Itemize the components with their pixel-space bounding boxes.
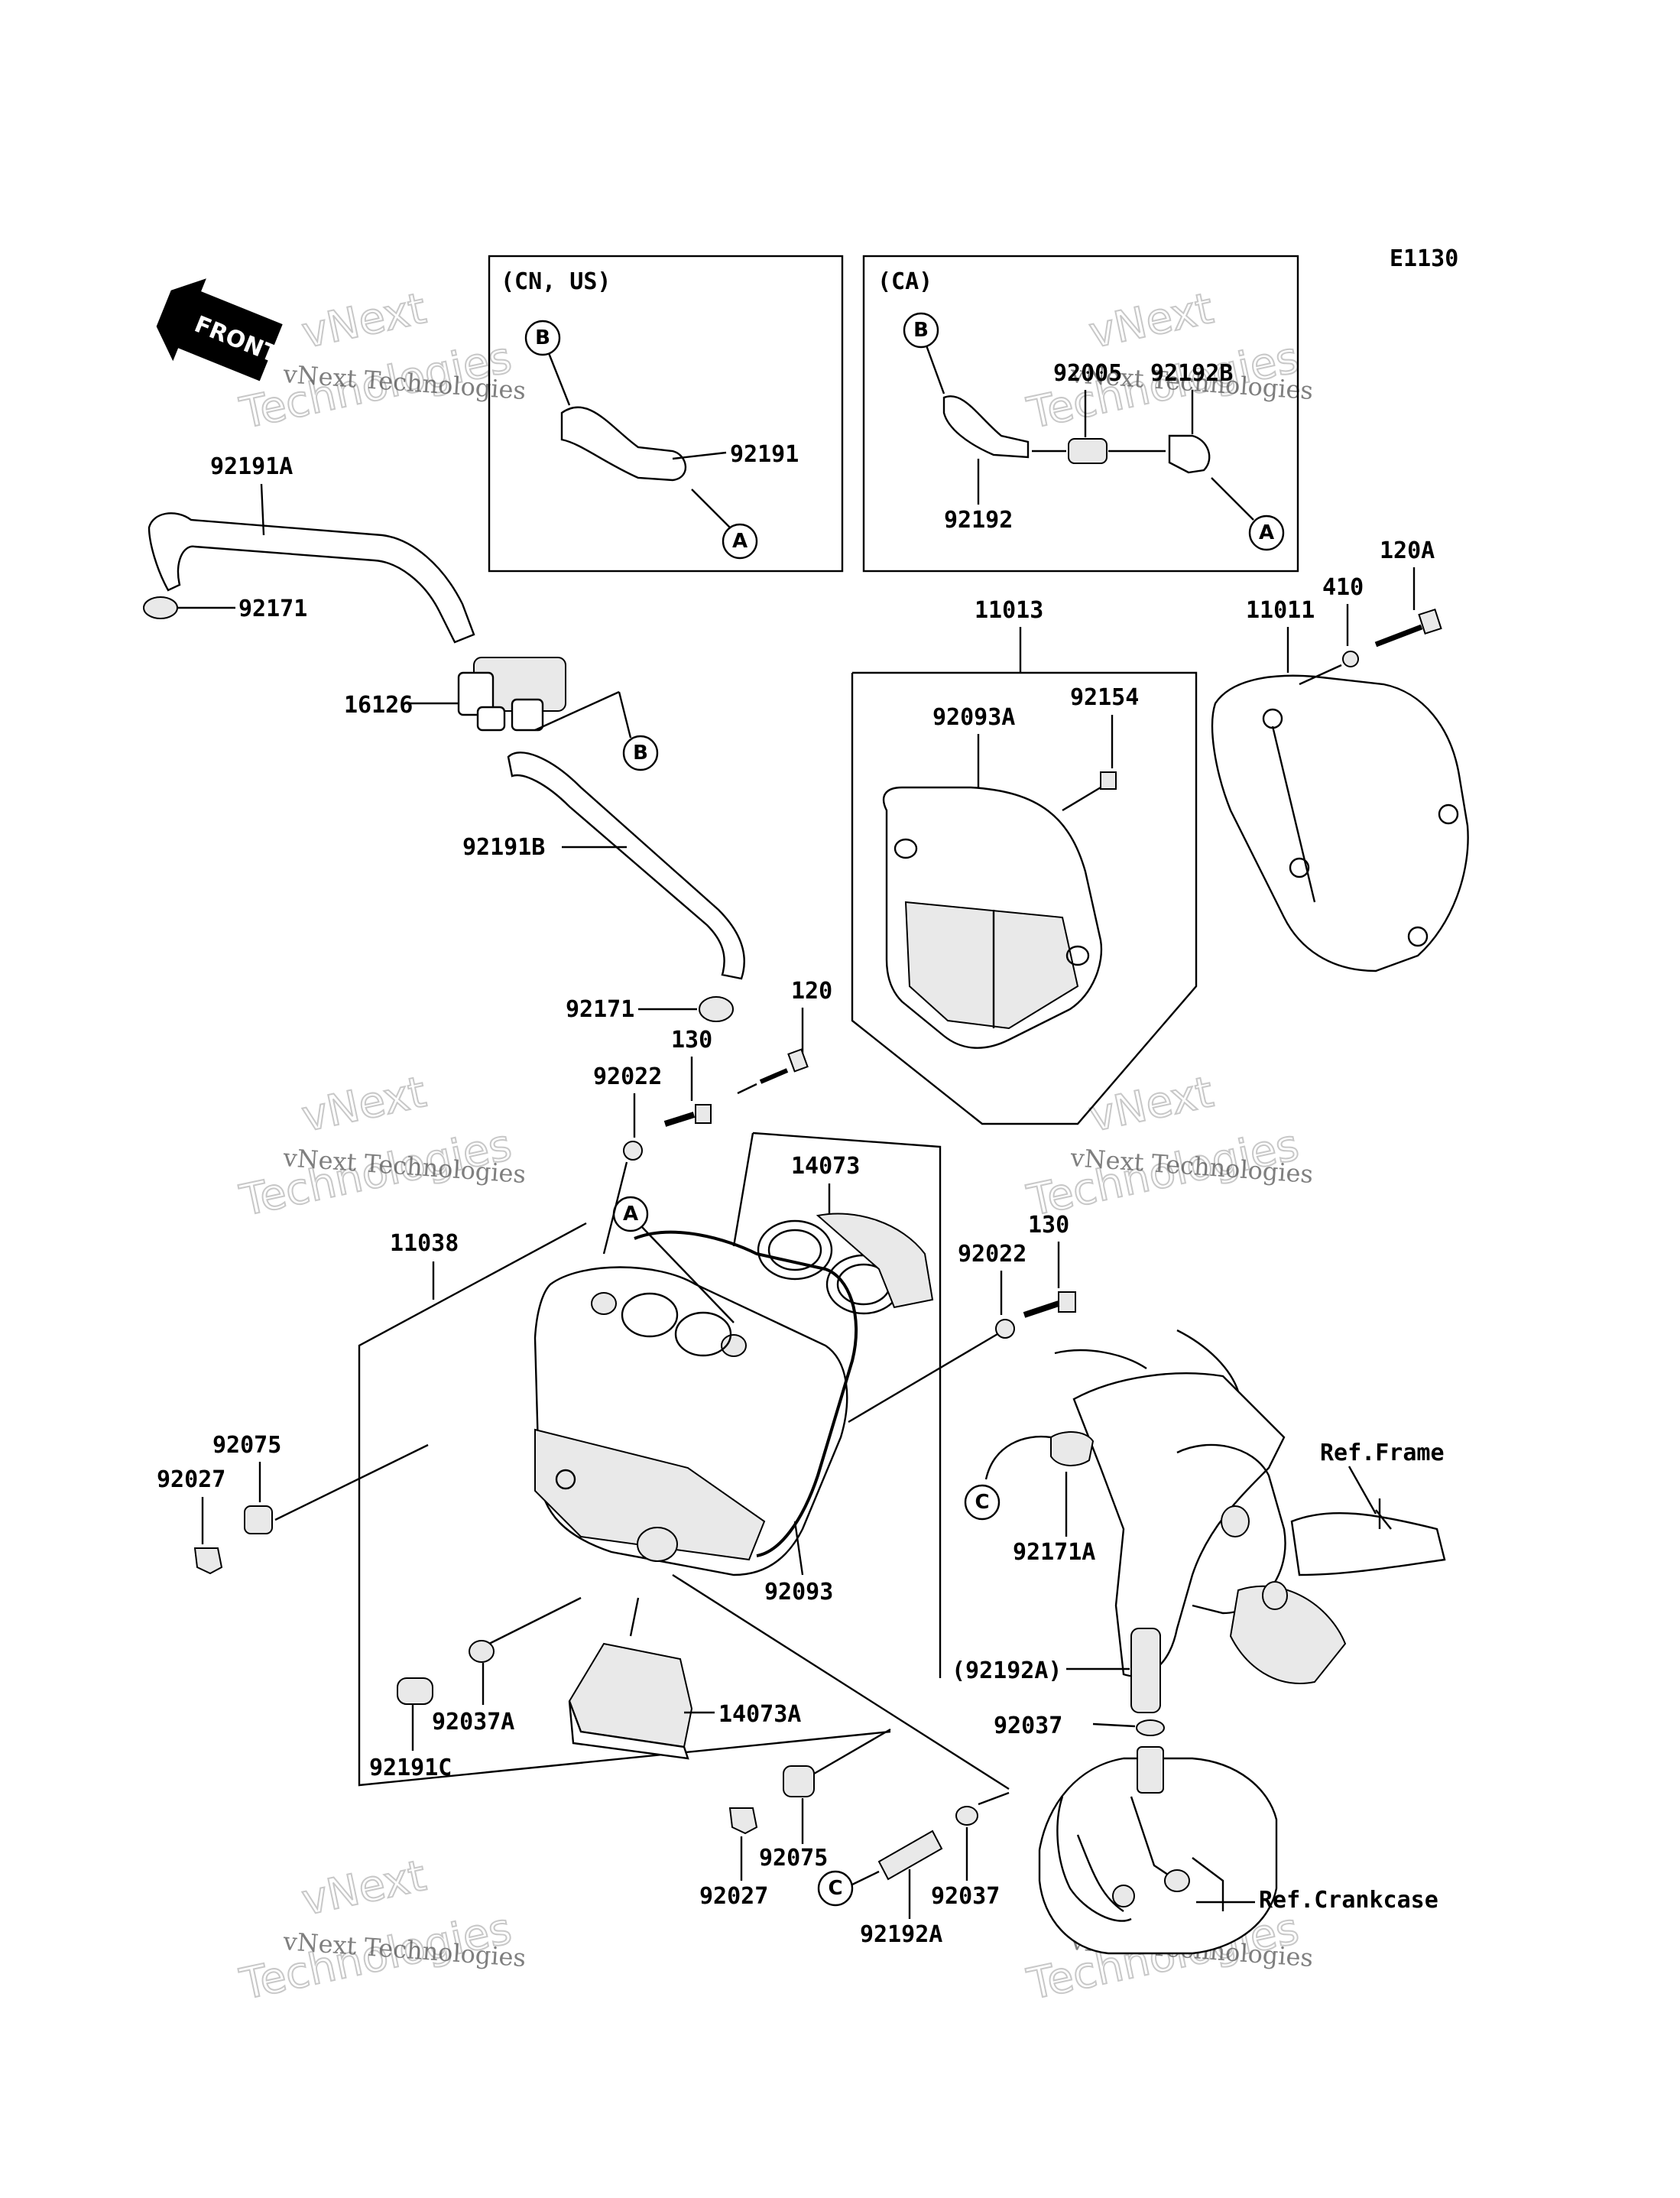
box-ca-title: (CA) <box>877 268 932 295</box>
clamp-92171-top: 92171 <box>143 596 307 622</box>
bolt-120a: 120A <box>1374 537 1442 648</box>
watermark-mid-right: vNext Technologies vNext Technologies <box>1022 1067 1314 1227</box>
part-14073-group: 14073 <box>732 1131 942 1678</box>
svg-text:(92192A): (92192A) <box>952 1657 1062 1684</box>
connector-b-icon: B <box>913 319 929 342</box>
svg-text:vNext: vNext <box>297 1067 430 1142</box>
svg-text:92191A: 92191A <box>210 453 293 480</box>
crankcase-reference: Ref.Crankcase <box>1038 1746 1438 1955</box>
svg-text:vNext: vNext <box>1085 284 1218 359</box>
front-arrow-icon: FRONT <box>156 278 283 381</box>
connector-c-icon: C <box>828 1877 842 1900</box>
part-92192-label: 92192 <box>944 507 1013 534</box>
svg-text:92192A: 92192A <box>860 1921 942 1948</box>
air-filter-11013: 11013 92093A 92154 <box>851 597 1198 1125</box>
ref-frame-label: Ref.Frame <box>1320 1440 1445 1466</box>
connector-a-icon: A <box>623 1203 638 1226</box>
svg-text:120: 120 <box>791 978 832 1005</box>
clamp-92171a: C 92171A <box>964 1431 1095 1566</box>
clamp-92171-mid: 92171 <box>566 996 734 1023</box>
svg-text:92154: 92154 <box>1070 684 1139 711</box>
svg-text:92075: 92075 <box>759 1845 828 1872</box>
watermark-bottom-left: vNext Technologies vNext Technologies <box>235 1850 527 2011</box>
variant-box-ca: (CA) B 92005 92192B 92192 A <box>862 255 1299 573</box>
svg-text:vNext: vNext <box>297 284 430 359</box>
washer-92022-left: 92022 <box>593 1063 662 1255</box>
svg-text:14073: 14073 <box>791 1153 860 1180</box>
cover-11011: 11011 <box>1211 597 1469 972</box>
svg-text:92027: 92027 <box>157 1466 225 1493</box>
washer-410: 410 <box>1299 574 1364 686</box>
svg-text:11013: 11013 <box>975 597 1043 624</box>
svg-text:92027: 92027 <box>699 1883 768 1910</box>
svg-text:130: 130 <box>671 1027 712 1054</box>
svg-text:vNext: vNext <box>297 1851 430 1926</box>
svg-text:92037: 92037 <box>931 1883 1000 1910</box>
svg-text:vNext: vNext <box>1085 1067 1218 1142</box>
hose-92191b: 92191B <box>462 752 745 980</box>
diagram-code: E1130 <box>1390 245 1458 272</box>
connector-a-icon: A <box>732 530 748 553</box>
hose-92192a-bottom: C 92192A <box>817 1830 942 1948</box>
clamp-92037a: 92037A <box>432 1596 582 1735</box>
grommet-92075-bottom: 92075 <box>759 1728 891 1872</box>
cap-92027-bottom: 92027 <box>699 1807 768 1910</box>
svg-text:14073A: 14073A <box>718 1701 801 1728</box>
svg-text:11011: 11011 <box>1246 597 1315 624</box>
box-cn-us-title: (CN, US) <box>501 268 611 295</box>
part-92005-label: 92005 <box>1053 360 1122 387</box>
svg-text:92171A: 92171A <box>1013 1539 1095 1566</box>
gasket-92093: 92093 <box>634 1230 858 1605</box>
svg-text:92037A: 92037A <box>432 1709 514 1735</box>
connector-b-icon: B <box>535 326 550 349</box>
variant-box-cn-us: (CN, US) B 92191 A <box>488 255 844 573</box>
hose-92192a-right: (92192A) <box>952 1628 1161 1713</box>
svg-text:92022: 92022 <box>593 1063 662 1090</box>
svg-text:92037: 92037 <box>994 1713 1062 1739</box>
connector-a-icon: A <box>1259 521 1274 544</box>
svg-text:92093A: 92093A <box>932 704 1015 731</box>
svg-text:92171: 92171 <box>566 996 634 1023</box>
svg-text:120A: 120A <box>1380 537 1435 564</box>
clamp-92037-bottom: 92037 <box>672 1573 1010 1910</box>
washer-92022-right: 92022 <box>848 1241 1026 1424</box>
svg-text:16126: 16126 <box>344 692 413 719</box>
valve-16126: 16126 B <box>344 657 659 771</box>
svg-text:92075: 92075 <box>212 1432 281 1459</box>
ref-crankcase-label: Ref.Crankcase <box>1259 1887 1438 1914</box>
connector-b-icon: B <box>633 742 648 765</box>
hose-92191a: 92191A <box>148 453 475 644</box>
frame-reference: Ref.Frame <box>1054 1329 1446 1684</box>
part-92192b-label: 92192B <box>1150 360 1233 387</box>
connector-c-icon: C <box>975 1491 989 1514</box>
part-92191-label: 92191 <box>730 441 799 468</box>
cap-92027-left: 92027 <box>157 1466 225 1575</box>
svg-text:92191B: 92191B <box>462 834 545 861</box>
grommet-92075-left: 92075 <box>212 1432 429 1534</box>
svg-text:92191C: 92191C <box>369 1755 452 1781</box>
air-box-11038: 11038 A <box>358 1196 891 1787</box>
svg-text:92093: 92093 <box>764 1579 833 1605</box>
hose-92191c: 92191C <box>369 1677 452 1781</box>
bolt-130-left: 130 <box>663 1027 712 1127</box>
watermark-mid-left: vNext Technologies vNext Technologies <box>235 1067 527 1227</box>
bolt-130-right: 130 <box>1023 1212 1076 1318</box>
svg-text:130: 130 <box>1028 1212 1069 1239</box>
clamp-92037-right: 92037 <box>994 1713 1165 1739</box>
bolt-120: 120 <box>737 978 832 1095</box>
svg-text:92171: 92171 <box>238 596 307 622</box>
watermark-top-left: vNext Technologies vNext Technologies <box>235 283 527 440</box>
duct-14073a: 14073A <box>568 1597 801 1760</box>
svg-text:11038: 11038 <box>390 1230 459 1257</box>
svg-text:410: 410 <box>1322 574 1364 601</box>
svg-text:92022: 92022 <box>958 1241 1026 1268</box>
